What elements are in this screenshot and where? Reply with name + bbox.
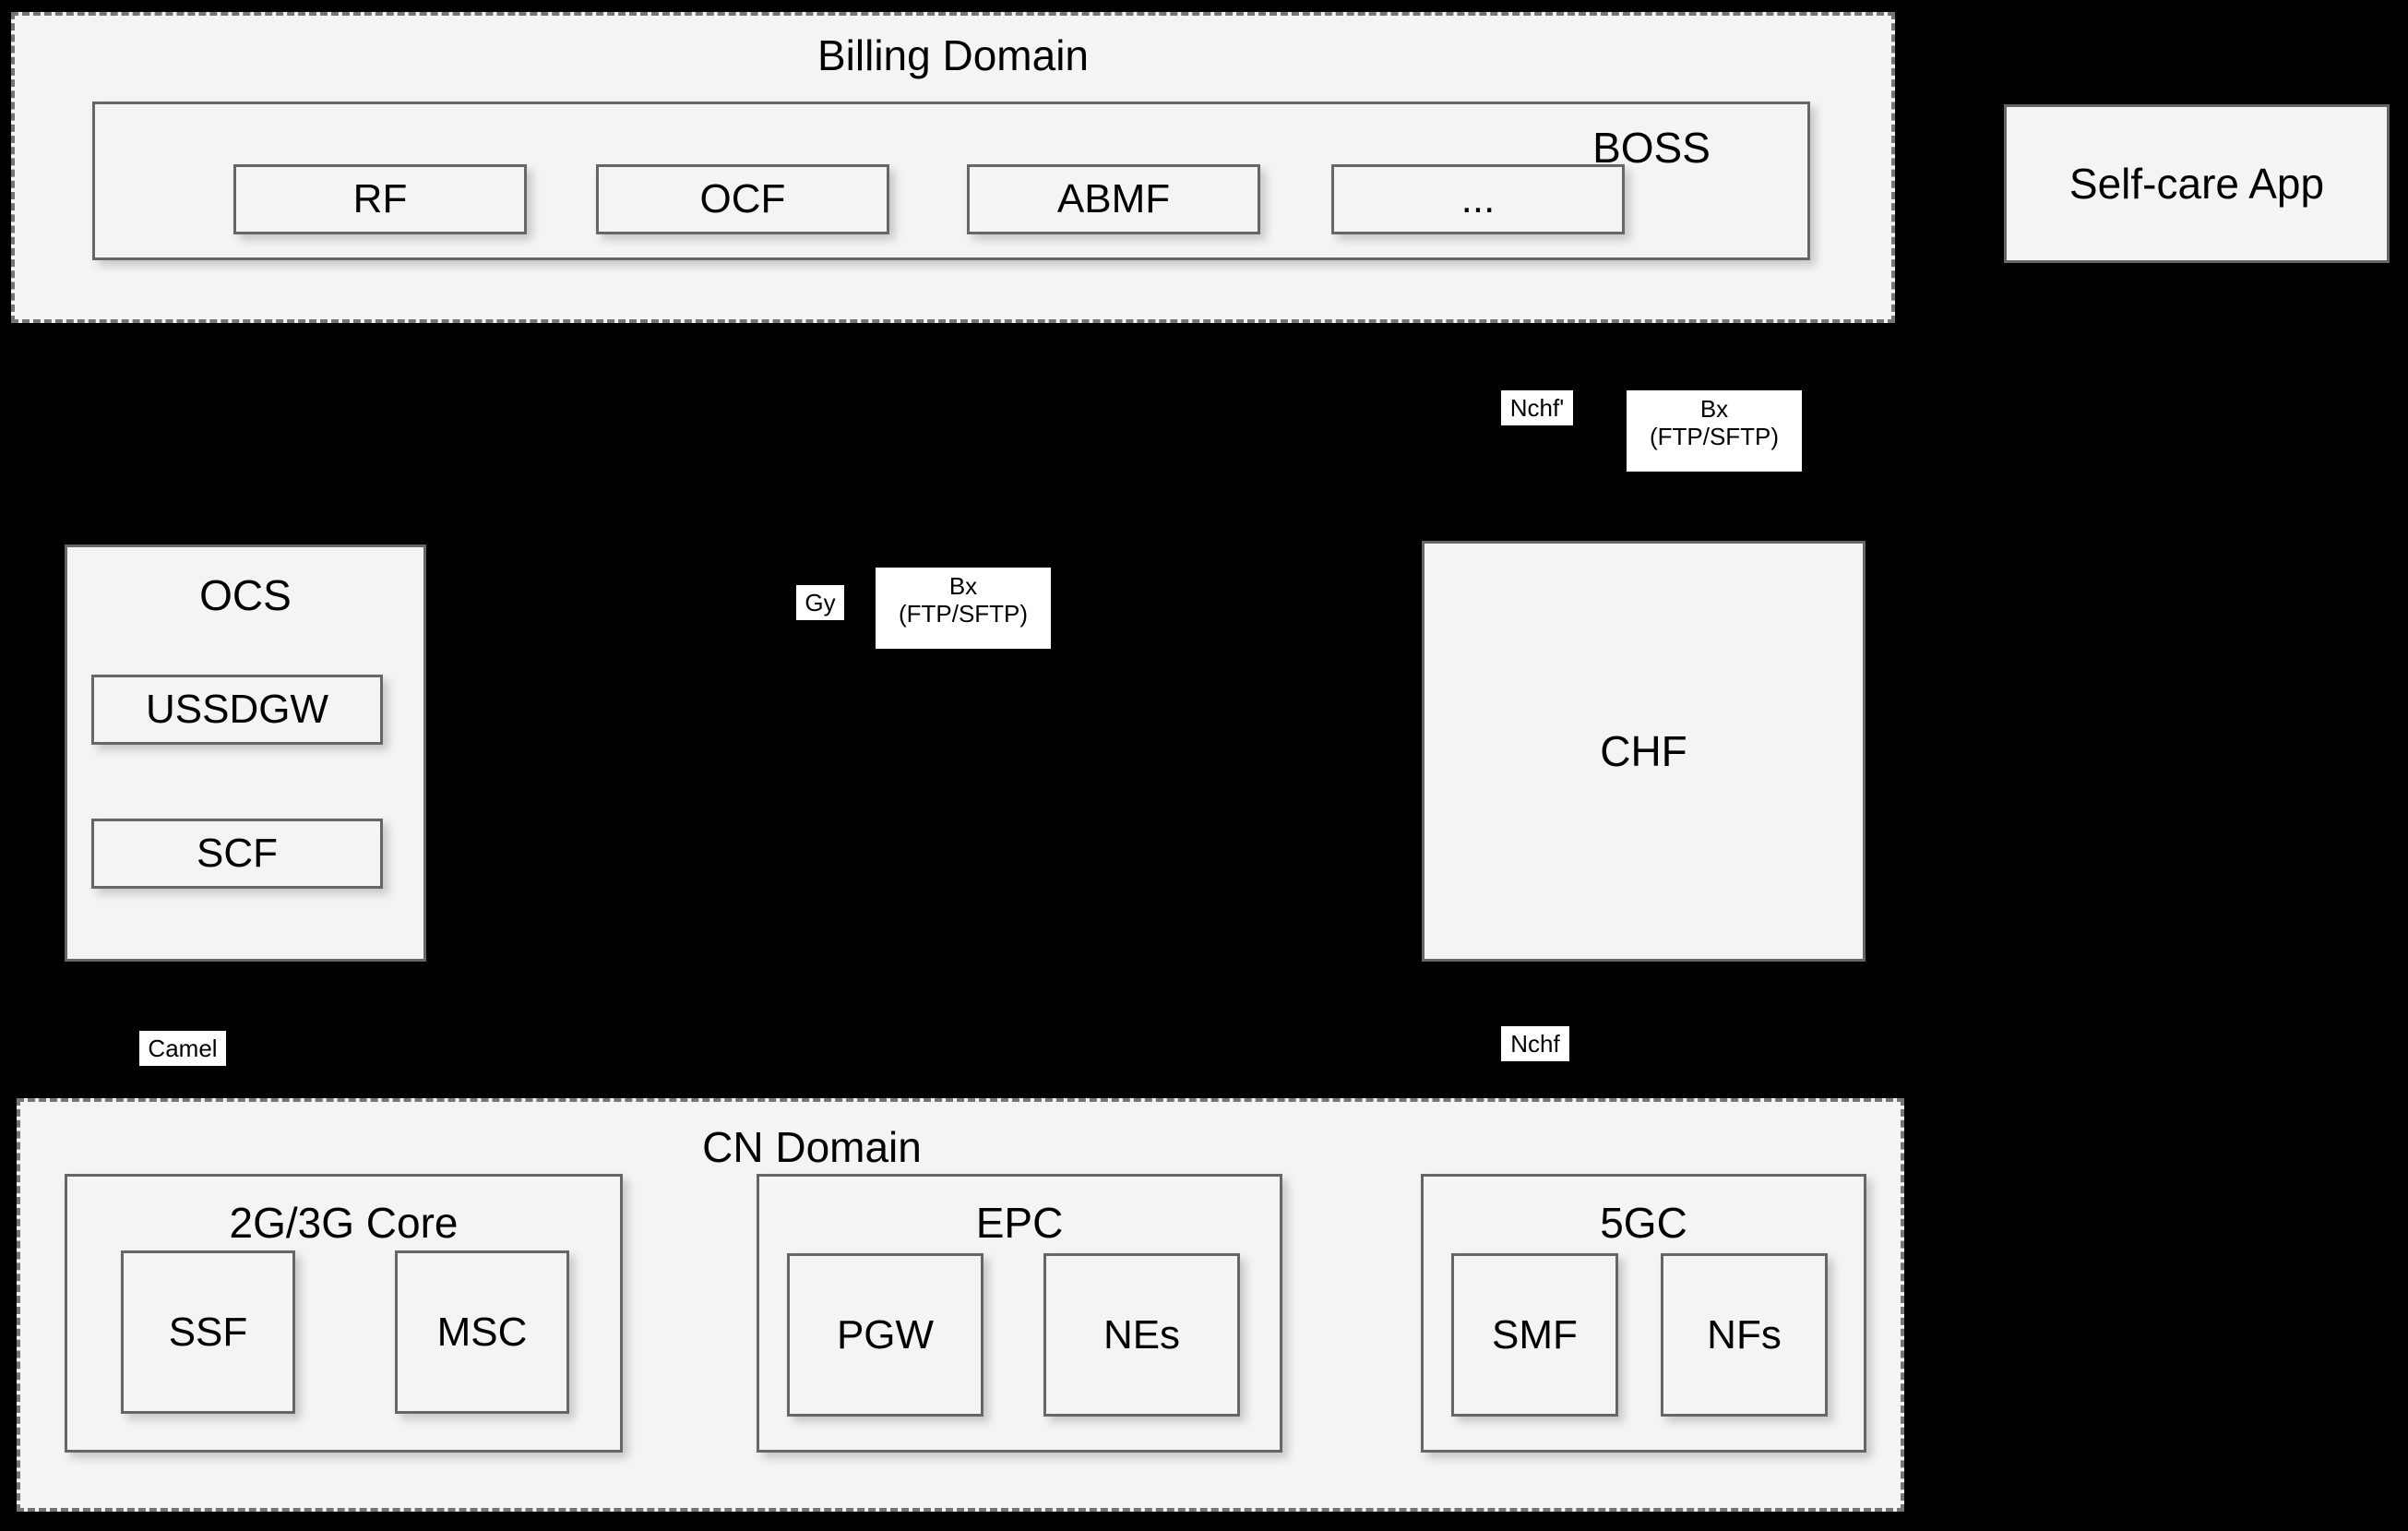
boss-function-ocf[interactable]: OCF bbox=[596, 164, 889, 234]
interface-label-bx-upper: Bx (FTP/SFTP) bbox=[1627, 390, 1802, 472]
boss-function-abmf[interactable]: ABMF bbox=[967, 164, 1260, 234]
ocs-child-ussdgw[interactable]: USSDGW bbox=[91, 675, 383, 745]
ocs-box[interactable] bbox=[65, 544, 426, 962]
self-care-app-box[interactable]: Self-care App bbox=[2004, 104, 2390, 263]
cn-group-2g3g-core-label: 2G/3G Core bbox=[229, 1199, 459, 1247]
interface-label-nchf-prime: Nchf' bbox=[1501, 390, 1573, 425]
ocs-label: OCS bbox=[199, 571, 292, 619]
cn-node-smf[interactable]: SMF bbox=[1451, 1253, 1618, 1417]
interface-label-bx-lower: Bx (FTP/SFTP) bbox=[876, 568, 1051, 649]
cn-domain-label: CN Domain bbox=[702, 1123, 922, 1171]
boss-function-rf[interactable]: RF bbox=[233, 164, 527, 234]
chf-box[interactable]: CHF bbox=[1422, 541, 1866, 962]
cn-group-5gc-label: 5GC bbox=[1600, 1199, 1687, 1247]
interface-label-camel: Camel bbox=[139, 1031, 226, 1066]
interface-label-gy: Gy bbox=[796, 585, 844, 620]
cn-group-epc-label: EPC bbox=[975, 1199, 1064, 1247]
ocs-child-scf[interactable]: SCF bbox=[91, 819, 383, 889]
interface-label-nchf: Nchf bbox=[1501, 1026, 1569, 1061]
cn-node-pgw[interactable]: PGW bbox=[787, 1253, 983, 1417]
cn-node-msc[interactable]: MSC bbox=[395, 1250, 569, 1414]
boss-function-ellipsis[interactable]: ... bbox=[1331, 164, 1625, 234]
cn-node-ssf[interactable]: SSF bbox=[121, 1250, 295, 1414]
cn-node-nfs[interactable]: NFs bbox=[1661, 1253, 1828, 1417]
boss-label: BOSS bbox=[1592, 124, 1711, 172]
billing-domain-label: Billing Domain bbox=[817, 31, 1089, 79]
cn-node-nes[interactable]: NEs bbox=[1043, 1253, 1240, 1417]
